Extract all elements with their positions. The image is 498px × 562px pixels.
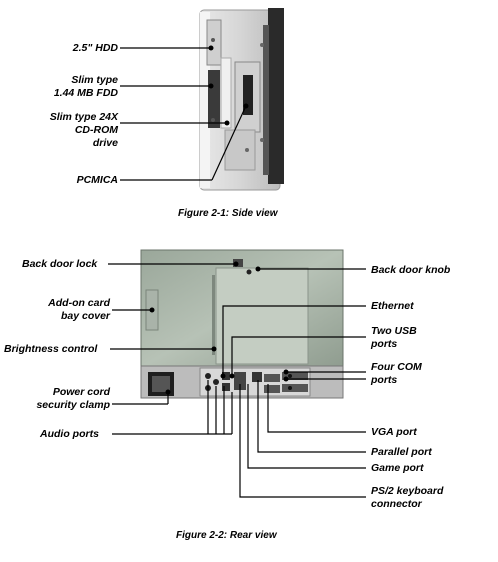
label-vga: VGA port (371, 426, 417, 438)
figure-2-2-caption: Figure 2-2: Rear view (176, 530, 277, 541)
label-fdd-line1: Slim type (71, 74, 118, 86)
leader-usb (231, 336, 366, 376)
label-usb-line1: Two USB (371, 325, 417, 337)
side-view-device (199, 8, 284, 191)
leader-vga (267, 384, 366, 433)
label-com-line2: ports (371, 374, 398, 386)
label-com-line1: Four COM (371, 361, 422, 373)
rear-view-leader-lines (108, 263, 366, 498)
label-brightness: Brightness control (4, 343, 98, 355)
label-game: Game port (371, 462, 424, 474)
leader-pcmcia-diag (211, 107, 246, 181)
label-usb-line2: ports (371, 338, 398, 350)
rear-view-device (140, 249, 344, 399)
label-addon-card: Add-on card bay cover (10, 297, 110, 323)
label-back-door-lock: Back door lock (22, 258, 98, 270)
leader-parallel (257, 380, 366, 453)
label-power-cord: Power cord security clamp (10, 386, 110, 412)
label-power-line1: Power cord (52, 386, 110, 398)
label-cdrom-line3: drive (92, 137, 118, 149)
label-ethernet: Ethernet (371, 300, 414, 312)
label-power-line2: security clamp (36, 399, 110, 411)
label-cdrom-line2: CD-ROM (74, 124, 118, 136)
label-ps2-line1: PS/2 keyboard (371, 485, 444, 497)
label-fdd: Slim type 1.44 MB FDD (18, 74, 118, 100)
label-ps2: PS/2 keyboard connector (371, 485, 443, 511)
label-fdd-line2: 1.44 MB FDD (53, 87, 118, 99)
leader-game (247, 384, 366, 469)
side-view-leader-lines (120, 45, 249, 181)
rear-view-leader-dots (149, 261, 289, 395)
leader-ethernet (222, 305, 366, 376)
leader-ps2 (239, 384, 366, 498)
label-ps2-line2: connector (371, 498, 422, 510)
label-parallel: Parallel port (371, 446, 432, 458)
label-back-door-knob: Back door knob (371, 264, 451, 276)
label-cdrom: Slim type 24X CD-ROM drive (18, 111, 118, 150)
label-hdd: 2.5" HDD (72, 42, 118, 54)
figure-2-1-caption: Figure 2-1: Side view (178, 208, 278, 219)
label-usb: Two USB ports (371, 325, 417, 351)
label-audio: Audio ports (40, 428, 99, 440)
label-addon-line1: Add-on card (48, 297, 110, 309)
label-com: Four COM ports (371, 361, 422, 387)
label-addon-line2: bay cover (60, 310, 110, 322)
label-cdrom-line1: Slim type 24X (49, 111, 118, 123)
label-pcmcia: PCMICA (76, 174, 118, 186)
